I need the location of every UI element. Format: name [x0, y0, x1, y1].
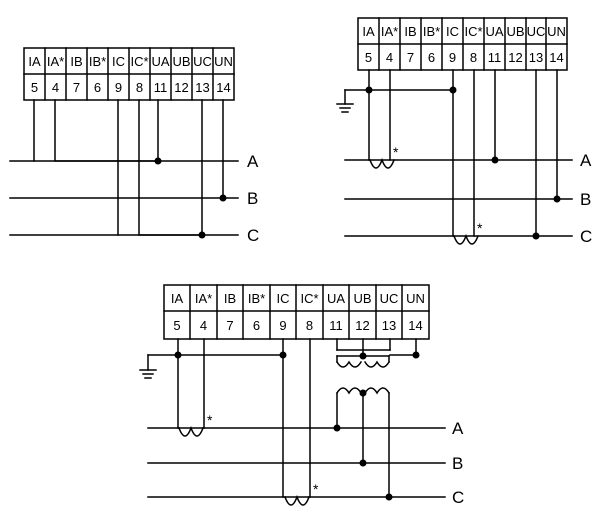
d3-label-ib-star: IB* — [248, 291, 265, 306]
d3-label-ua: UA — [327, 291, 345, 306]
d3-number-6: 6 — [253, 318, 260, 333]
d2-phase-b-label: B — [580, 190, 591, 209]
d3-phase-b-label: B — [452, 454, 463, 473]
junction-dots — [154, 86, 561, 501]
d1-label-ua: UA — [151, 54, 169, 69]
diagram-1-wiring — [9, 47, 239, 236]
d3-label-ic-star: IC* — [300, 291, 318, 306]
d1-number-4: 4 — [52, 80, 59, 95]
d2-label-ib: IB — [404, 24, 416, 39]
d3-label-ub: UB — [353, 291, 371, 306]
d2-label-uc: UC — [527, 24, 546, 39]
d3-number-5: 5 — [173, 318, 180, 333]
d1-number-6: 6 — [94, 80, 101, 95]
d3-number-13: 13 — [382, 318, 396, 333]
d1-number-9: 9 — [115, 80, 122, 95]
d3-ct-c-polarity-mark: * — [313, 481, 319, 497]
d1-phase-c-label: C — [247, 226, 259, 245]
diagram-3-terminal-labels: IA IA* IB IB* IC IC* UA UB UC UN 5 4 7 6… — [171, 291, 425, 333]
d1-label-ib-star: IB* — [89, 54, 106, 69]
diagram-3-wiring — [139, 284, 446, 506]
d2-phase-a-label: A — [580, 151, 592, 170]
d3-label-ia-star: IA* — [195, 291, 212, 306]
d2-ct-a-polarity-mark: * — [393, 144, 399, 160]
d2-ct-c-polarity-mark: * — [477, 220, 483, 236]
d1-number-8: 8 — [136, 80, 143, 95]
d3-label-uc: UC — [380, 291, 399, 306]
ct-polarity-marks: * * * * — [207, 144, 483, 497]
d1-phase-a-label: A — [247, 152, 259, 171]
d3-number-9: 9 — [279, 318, 286, 333]
d3-number-12: 12 — [355, 318, 369, 333]
d2-number-7: 7 — [407, 50, 414, 65]
d2-number-6: 6 — [428, 50, 435, 65]
d1-number-13: 13 — [195, 80, 209, 95]
d1-number-5: 5 — [31, 80, 38, 95]
d1-label-un: UN — [214, 54, 233, 69]
d1-number-11: 11 — [154, 80, 168, 95]
d1-number-12: 12 — [174, 80, 188, 95]
d2-number-12: 12 — [508, 50, 522, 65]
diagram-1-terminal-labels: IA IA* IB IB* IC IC* UA UB UC UN 5 4 7 6… — [28, 54, 233, 95]
d3-label-ib: IB — [224, 291, 236, 306]
d1-phase-b-label: B — [247, 189, 258, 208]
d1-label-ia-star: IA* — [47, 54, 64, 69]
d3-ct-a-polarity-mark: * — [207, 412, 213, 428]
d3-number-8: 8 — [306, 318, 313, 333]
diagram-2-wiring — [336, 17, 573, 245]
d2-number-5: 5 — [365, 50, 372, 65]
d1-number-7: 7 — [73, 80, 80, 95]
d1-label-ic: IC — [112, 54, 125, 69]
d1-label-ib: IB — [70, 54, 82, 69]
d2-number-11: 11 — [488, 50, 502, 65]
d1-number-14: 14 — [216, 80, 230, 95]
d2-number-9: 9 — [449, 50, 456, 65]
d3-number-7: 7 — [226, 318, 233, 333]
d2-label-ub: UB — [506, 24, 524, 39]
d1-label-ic-star: IC* — [130, 54, 148, 69]
d1-label-ub: UB — [172, 54, 190, 69]
d2-number-4: 4 — [386, 50, 393, 65]
d2-label-ic: IC — [446, 24, 459, 39]
d2-number-13: 13 — [529, 50, 543, 65]
d3-label-un: UN — [406, 291, 425, 306]
diagram-2-terminal-labels: IA IA* IB IB* IC IC* UA UB UC UN 5 4 7 6… — [362, 24, 566, 65]
d2-label-ia: IA — [362, 24, 375, 39]
d2-label-ua: UA — [485, 24, 503, 39]
d3-label-ic: IC — [277, 291, 290, 306]
d2-label-ic-star: IC* — [464, 24, 482, 39]
d2-label-un: UN — [547, 24, 566, 39]
d1-label-ia: IA — [28, 54, 41, 69]
d1-label-uc: UC — [193, 54, 212, 69]
d2-label-ib-star: IB* — [423, 24, 440, 39]
d3-number-4: 4 — [200, 318, 207, 333]
phase-labels: A B C A B C A B C — [247, 151, 592, 507]
d3-number-11: 11 — [329, 318, 343, 333]
d2-phase-c-label: C — [580, 227, 592, 246]
d2-number-14: 14 — [549, 50, 563, 65]
d3-number-14: 14 — [408, 318, 422, 333]
d3-phase-c-label: C — [452, 488, 464, 507]
d3-phase-a-label: A — [452, 419, 464, 438]
d2-number-8: 8 — [470, 50, 477, 65]
d2-label-ia-star: IA* — [381, 24, 398, 39]
d3-label-ia: IA — [171, 291, 184, 306]
